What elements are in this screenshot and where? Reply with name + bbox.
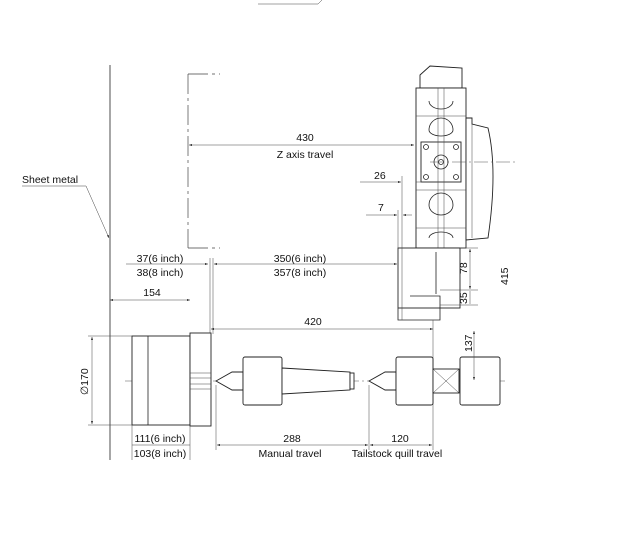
svg-text:288: 288 bbox=[283, 433, 301, 445]
dimension-154: 154 bbox=[110, 287, 190, 301]
dimension-137: 137 bbox=[463, 331, 475, 380]
live-center bbox=[215, 356, 355, 406]
svg-text:350(6 inch): 350(6 inch) bbox=[274, 253, 327, 265]
svg-text:420: 420 bbox=[304, 316, 322, 328]
svg-text:103(8 inch): 103(8 inch) bbox=[134, 448, 187, 460]
dimension-420: 420 bbox=[211, 316, 433, 330]
svg-text:78: 78 bbox=[458, 262, 470, 274]
svg-text:Z axis travel: Z axis travel bbox=[277, 149, 334, 161]
tool-holder-block bbox=[397, 247, 478, 450]
sheet-metal: Sheet metal bbox=[22, 65, 111, 460]
dimension-26-7: 26 7 bbox=[360, 170, 422, 320]
svg-text:Manual travel: Manual travel bbox=[258, 448, 321, 460]
svg-text:111(6 inch): 111(6 inch) bbox=[135, 433, 186, 445]
svg-text:37(6 inch): 37(6 inch) bbox=[137, 253, 184, 265]
dimension-170: ∅170 bbox=[79, 335, 132, 426]
svg-text:∅170: ∅170 bbox=[79, 368, 91, 395]
sheet-metal-label: Sheet metal bbox=[22, 174, 78, 186]
svg-text:35: 35 bbox=[458, 292, 470, 304]
dimension-z-travel: 430 Z axis travel bbox=[189, 132, 414, 161]
z-travel-limit bbox=[187, 73, 220, 249]
svg-text:357(8 inch): 357(8 inch) bbox=[274, 267, 327, 279]
dimension-quill-travel: 120 Tailstock quill travel bbox=[352, 433, 442, 460]
svg-text:120: 120 bbox=[391, 433, 409, 445]
svg-text:38(8 inch): 38(8 inch) bbox=[137, 267, 184, 279]
svg-text:415: 415 bbox=[499, 267, 511, 285]
dimension-37-350: 37(6 inch) 38(8 inch) 350(6 inch) 357(8 … bbox=[126, 253, 397, 334]
svg-text:Tailstock quill travel: Tailstock quill travel bbox=[352, 448, 442, 460]
turret bbox=[415, 65, 518, 249]
svg-text:154: 154 bbox=[143, 287, 161, 299]
svg-text:137: 137 bbox=[463, 334, 475, 352]
spindle-chuck bbox=[131, 332, 212, 427]
svg-text:26: 26 bbox=[374, 170, 386, 182]
dimension-111-103: 111(6 inch) 103(8 inch) bbox=[131, 425, 191, 460]
cutoff-label-leader bbox=[258, 0, 323, 5]
dimension-78-35: 78 35 415 bbox=[458, 249, 511, 304]
dimension-manual-travel: 288 Manual travel bbox=[215, 385, 370, 460]
svg-text:430: 430 bbox=[296, 132, 314, 144]
tailstock bbox=[368, 356, 501, 406]
svg-text:7: 7 bbox=[378, 202, 384, 214]
